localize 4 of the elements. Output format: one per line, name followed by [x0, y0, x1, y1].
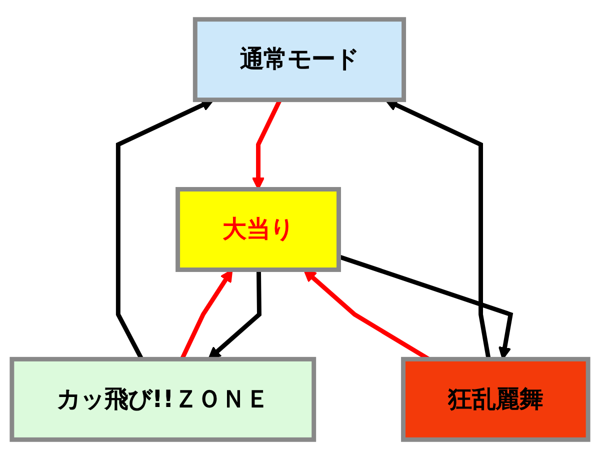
node-box: カッ飛び!!ＺＯＮＥ [10, 356, 316, 442]
node-box: 狂乱麗舞 [401, 356, 590, 442]
node-box: 大当り [176, 187, 341, 272]
node-box: 通常モード [192, 17, 406, 102]
